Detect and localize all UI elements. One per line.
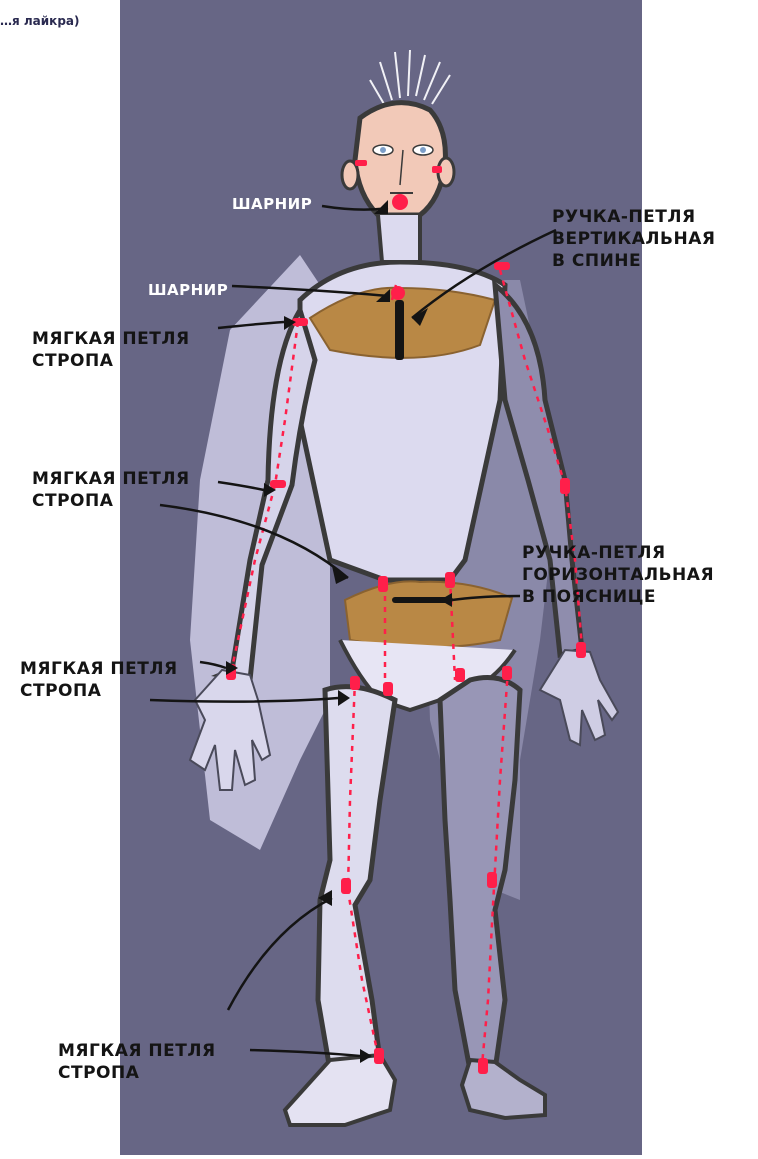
- neck: [378, 215, 420, 262]
- label-handle-horizontal: ручка-петля горизонтальная в пояснице: [522, 542, 714, 608]
- vertical-handle: [395, 300, 404, 360]
- corner-note: …я лайкра): [0, 14, 80, 28]
- label-soft-loop-wrist: мягкая петля стропа: [20, 658, 178, 702]
- label-soft-loop-elbow: мягкая петля стропа: [32, 468, 190, 512]
- label-joint-neck: шарнир: [148, 279, 228, 301]
- pelvis-harness: [345, 581, 512, 647]
- label-soft-loop-ankle: мягкая петля стропа: [58, 1040, 216, 1084]
- label-handle-vertical: ручка-петля вертикальная в спине: [552, 206, 715, 272]
- label-soft-loop-shoulder: мягкая петля стропа: [32, 328, 190, 372]
- label-joint-head: шарнир: [232, 193, 312, 215]
